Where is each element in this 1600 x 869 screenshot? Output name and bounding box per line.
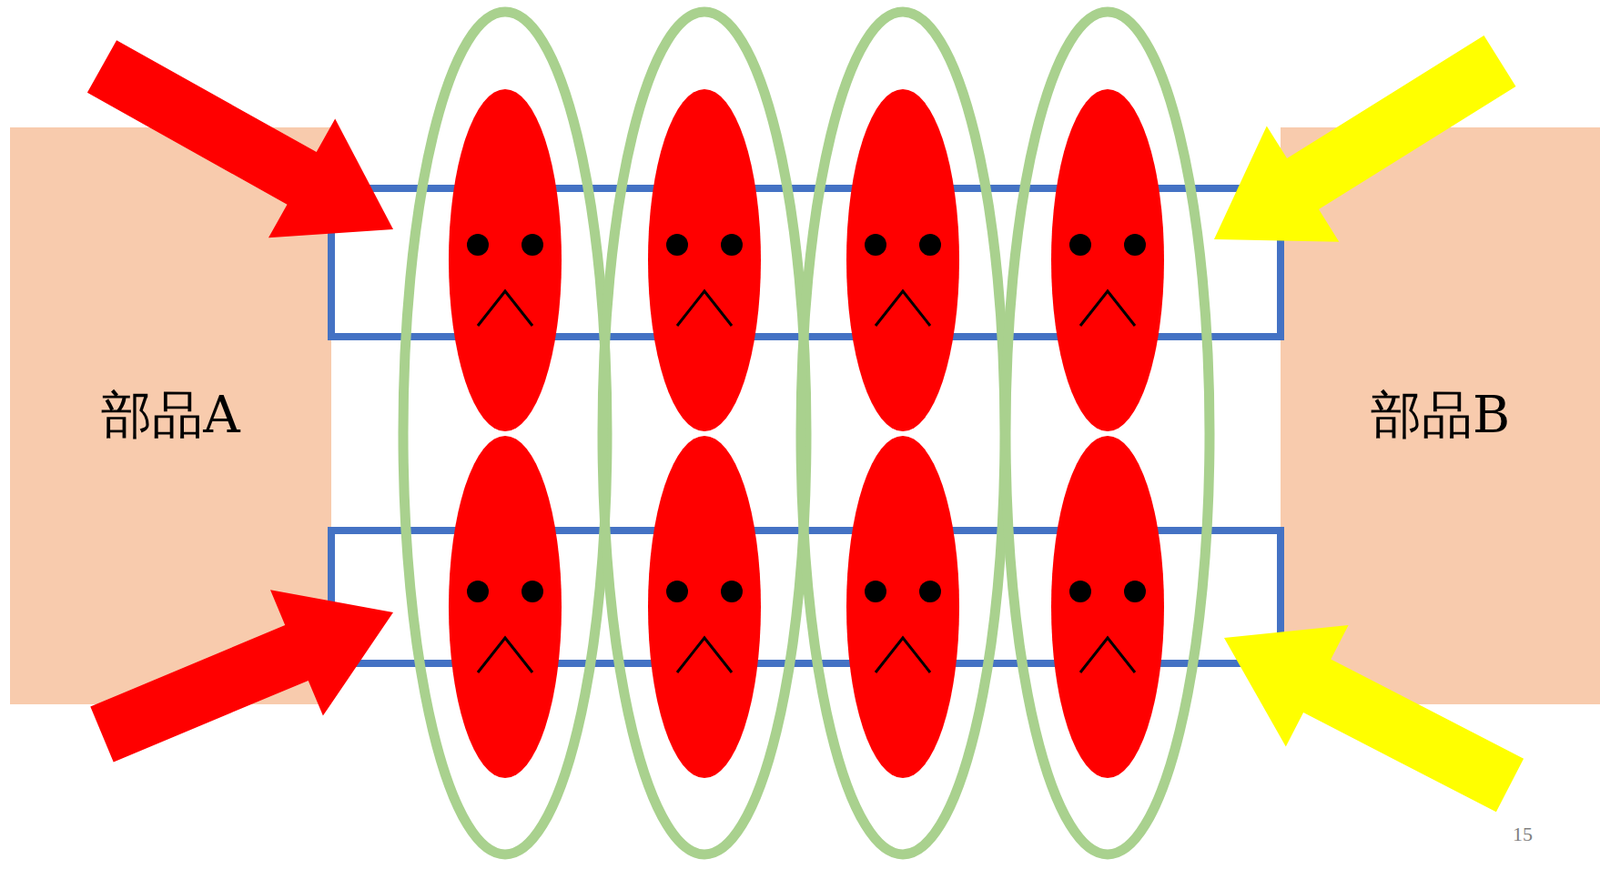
face-mouth: [1080, 291, 1135, 326]
page-number: 15: [1512, 822, 1533, 847]
face-eye: [466, 233, 489, 256]
face-eye: [1069, 233, 1092, 256]
face-eye: [1069, 580, 1092, 603]
face-eye: [666, 233, 689, 256]
face-mouth: [1080, 637, 1135, 673]
face-eye: [1124, 580, 1146, 603]
face-mouth: [677, 637, 732, 673]
face-eye: [521, 233, 544, 256]
face-body: [448, 435, 562, 779]
face-eye: [666, 580, 689, 603]
green-ring: [1005, 11, 1210, 855]
face-eye: [1124, 233, 1146, 256]
green-ring: [602, 11, 807, 855]
face-mouth: [477, 291, 533, 326]
face-mouth: [875, 291, 931, 326]
part-name: 部品B: [1370, 381, 1510, 451]
face-eye: [919, 233, 942, 256]
face-body: [648, 89, 761, 432]
sad-face: [448, 89, 562, 432]
force-arrow: [1224, 625, 1524, 812]
face-mouth: [477, 637, 533, 673]
part-box: 部品B: [1280, 127, 1600, 705]
face-eye: [720, 233, 743, 256]
face-mouth: [677, 291, 732, 326]
force-arrow: [1214, 35, 1517, 243]
force-arrow: [90, 589, 394, 762]
green-ring: [403, 11, 608, 855]
part-name: 部品A: [101, 381, 240, 451]
face-eye: [864, 580, 887, 603]
face-eye: [466, 580, 489, 603]
face-body: [1051, 435, 1165, 779]
force-arrow: [87, 40, 394, 238]
sad-face: [648, 435, 761, 779]
face-eye: [720, 580, 743, 603]
face-eye: [521, 580, 544, 603]
sad-face: [846, 89, 960, 432]
sad-face: [648, 89, 761, 432]
face-body: [1051, 89, 1165, 432]
face-body: [448, 89, 562, 432]
green-ring: [800, 11, 1005, 855]
face-body: [846, 435, 960, 779]
face-body: [648, 435, 761, 779]
face-eye: [919, 580, 942, 603]
sad-face: [1051, 435, 1165, 779]
face-eye: [864, 233, 887, 256]
sad-face: [448, 435, 562, 779]
sad-face: [846, 435, 960, 779]
face-body: [846, 89, 960, 432]
sad-face: [1051, 89, 1165, 432]
face-mouth: [875, 637, 931, 673]
